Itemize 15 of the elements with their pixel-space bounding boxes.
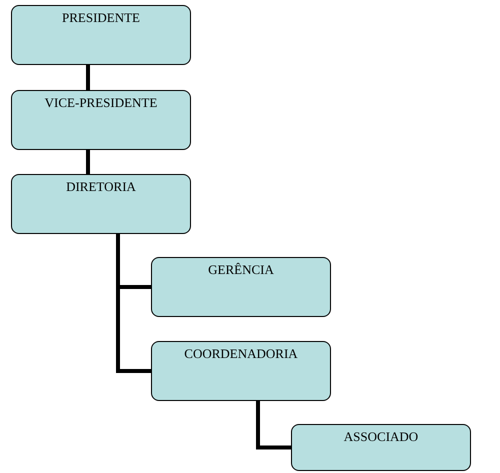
box-label: GERÊNCIA [207, 262, 275, 278]
box-label: ASSOCIADO [342, 429, 420, 445]
connector-line [86, 65, 90, 90]
org-box [11, 90, 191, 150]
org-box [151, 257, 331, 317]
org-box [11, 174, 191, 234]
box-label: PRESIDENTE [61, 10, 141, 26]
org-box [291, 424, 471, 471]
box-label: VICE-PRESIDENTE [44, 95, 158, 111]
org-box [151, 341, 331, 401]
box-label: COORDENADORIA [183, 346, 299, 362]
org-box [11, 5, 191, 65]
connector-line [86, 150, 90, 174]
connector-line [256, 401, 291, 450]
box-label: DIRETORIA [65, 179, 137, 195]
